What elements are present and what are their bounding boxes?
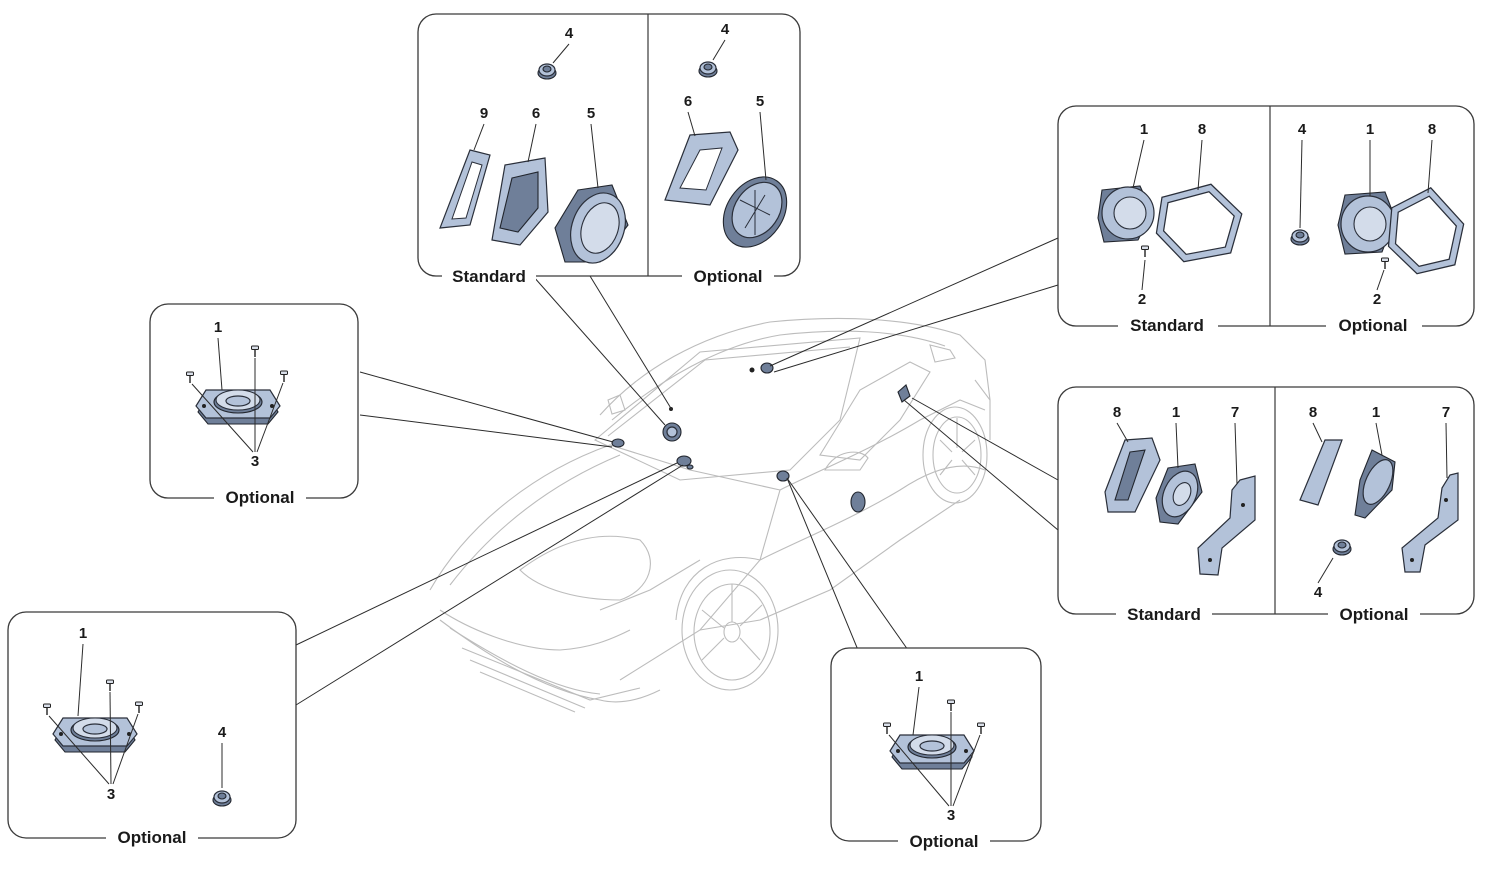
tweeter-part [212, 790, 232, 807]
speaker-adapter-part [491, 157, 549, 246]
gasket-ring-part [1155, 183, 1243, 263]
gasket-ring-part [1387, 187, 1465, 275]
foam-seal-part [1104, 437, 1161, 513]
callout-8: 8 [1113, 404, 1121, 421]
tweeter-part [1290, 229, 1310, 246]
caption-optional: Optional [1339, 316, 1408, 335]
caption-optional: Optional [910, 832, 979, 851]
caption-standard: Standard [1127, 605, 1201, 624]
callout-9: 9 [480, 105, 488, 122]
panel-mid-right: 8 1 7 8 1 7 4 Standard Optional [1057, 386, 1475, 626]
gasket-ring-part [439, 149, 491, 229]
tweeter-part [698, 61, 718, 78]
speaker-part [1354, 449, 1396, 519]
panel-top-right: 1 8 2 4 1 8 2 Standard Optional [1057, 105, 1475, 338]
callout-6: 6 [532, 105, 540, 122]
callout-2: 2 [1373, 291, 1381, 308]
callout-4: 4 [721, 21, 730, 38]
leader-lines [295, 237, 1059, 706]
car-speaker-markers [611, 362, 911, 513]
panel-bottom-left: 1 3 4 Optional [7, 611, 297, 850]
caption-optional: Optional [118, 828, 187, 847]
callout-5: 5 [756, 93, 764, 110]
callout-8: 8 [1198, 121, 1206, 138]
caption-optional: Optional [226, 488, 295, 507]
callout-4: 4 [1314, 584, 1323, 601]
flat-speaker-part [889, 734, 975, 770]
callout-1: 1 [79, 625, 87, 642]
callout-8: 8 [1309, 404, 1317, 421]
callout-7: 7 [1231, 404, 1239, 421]
midrange-speaker-part [1097, 185, 1155, 243]
tweeter-part [1332, 539, 1352, 556]
callout-4: 4 [1298, 121, 1307, 138]
callout-3: 3 [251, 453, 259, 470]
woofer-part [722, 176, 788, 248]
woofer-part [554, 184, 629, 264]
callout-3: 3 [947, 807, 955, 824]
caption-optional: Optional [1340, 605, 1409, 624]
callout-4: 4 [565, 25, 574, 42]
callout-1: 1 [1366, 121, 1374, 138]
tweeter-part [537, 63, 557, 80]
speaker-part [1155, 463, 1203, 525]
bracket-part [1197, 475, 1256, 576]
callout-2: 2 [1138, 291, 1146, 308]
callout-1: 1 [214, 319, 222, 336]
callout-5: 5 [587, 105, 595, 122]
car-outline [429, 317, 991, 713]
flat-speaker-part [195, 389, 281, 425]
caption-standard: Standard [1130, 316, 1204, 335]
callout-1: 1 [1172, 404, 1180, 421]
callout-1: 1 [1140, 121, 1148, 138]
callout-1: 1 [915, 668, 923, 685]
callout-3: 3 [107, 786, 115, 803]
caption-optional: Optional [694, 267, 763, 286]
callout-8: 8 [1428, 121, 1436, 138]
caption-standard: Standard [452, 267, 526, 286]
callout-6: 6 [684, 93, 692, 110]
callout-7: 7 [1442, 404, 1450, 421]
panel-left-mid: 1 3 Optional [149, 303, 359, 510]
callout-4: 4 [218, 724, 227, 741]
bracket-part [1401, 472, 1459, 573]
midrange-speaker-part [1337, 191, 1396, 255]
callout-1: 1 [1372, 404, 1380, 421]
speaker-adapter-part [664, 131, 739, 206]
panel-bottom-center: 1 3 Optional [830, 647, 1042, 853]
foam-seal-part [1299, 439, 1343, 506]
panel-top-center: 4 9 6 5 4 6 5 Standard Optional [417, 13, 801, 288]
